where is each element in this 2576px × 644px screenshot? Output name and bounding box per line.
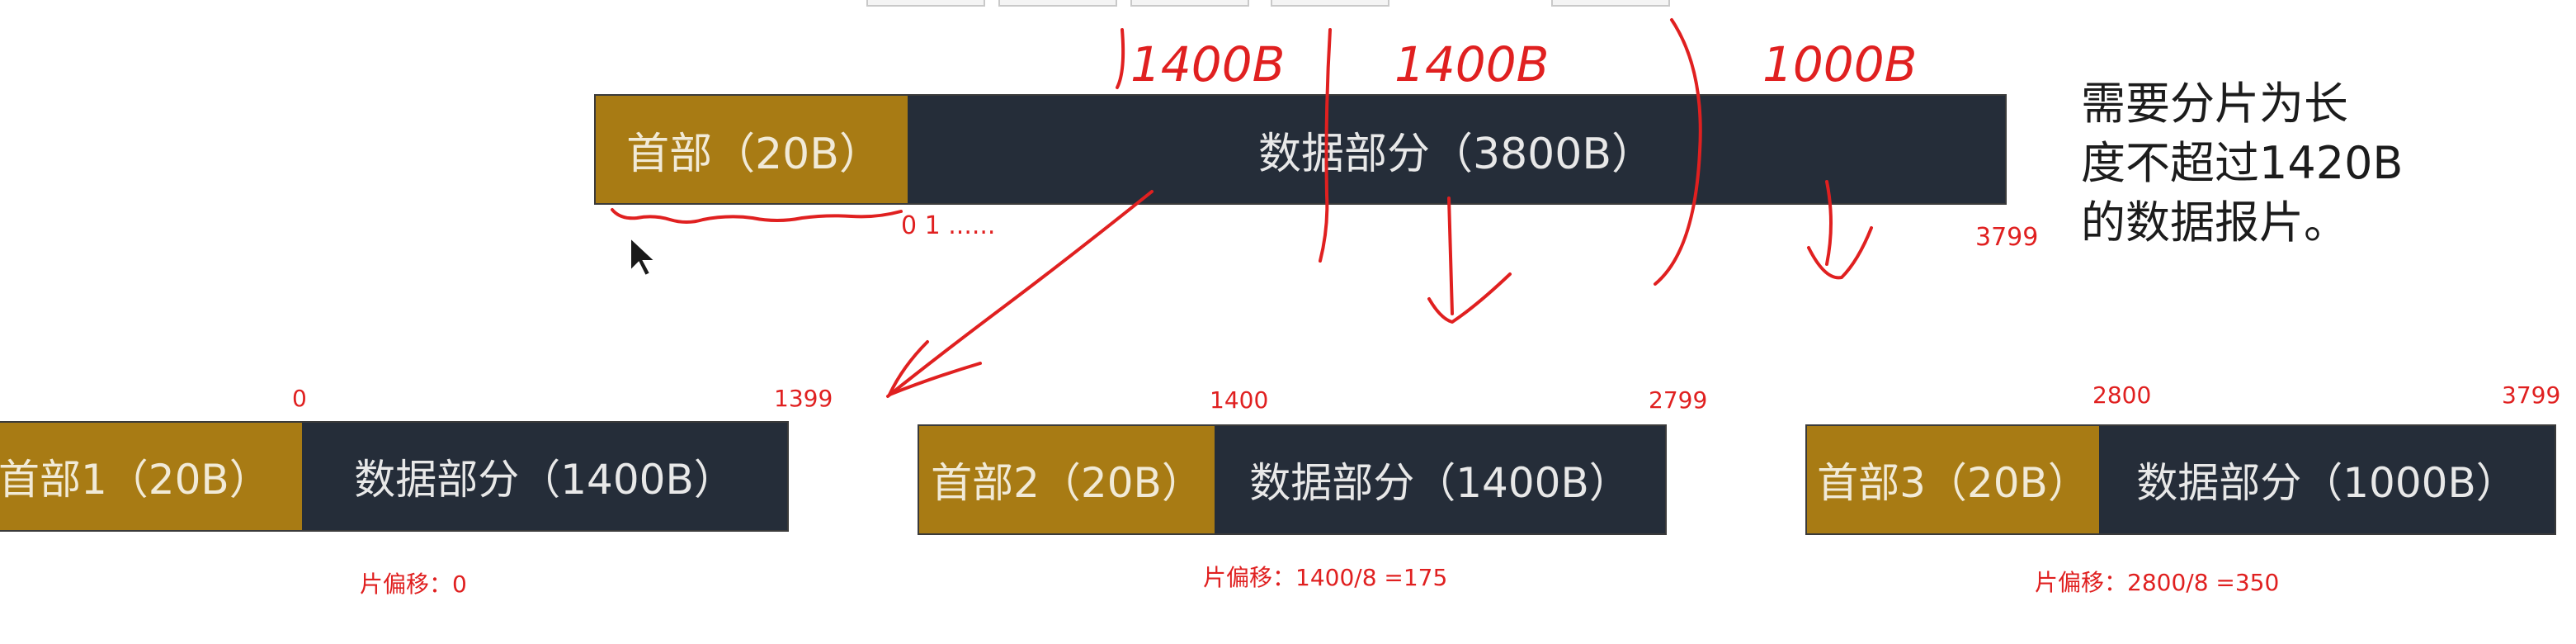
original-header: 首部（20B） xyxy=(596,96,908,203)
top-tab-4 xyxy=(1271,0,1389,7)
handwritten-label-3: 1000B xyxy=(1762,36,1917,92)
fragment-3: 首部3（20B） 数据部分（1000B） xyxy=(1805,424,2556,535)
arrow-to-fragment-2 xyxy=(1447,197,1454,315)
fragment-2: 首部2（20B） 数据部分（1400B） xyxy=(918,424,1667,535)
original-data: 数据部分（3800B） xyxy=(908,96,2005,203)
cut-line-1 xyxy=(1319,28,1332,263)
fragment-2-data: 数据部分（1400B） xyxy=(1215,426,1665,533)
fragment-1-data: 数据部分（1400B） xyxy=(302,423,787,530)
fragment-1-header: 首部1（20B） xyxy=(0,423,302,530)
arrow-to-fragment-3-head xyxy=(1807,226,1873,280)
handwritten-label-2: 1400B xyxy=(1394,36,1549,92)
arrow-to-fragment-1 xyxy=(886,190,1154,398)
top-tab-3 xyxy=(1130,0,1249,7)
top-tab-2 xyxy=(998,0,1117,7)
arrow-to-fragment-3 xyxy=(1825,180,1833,266)
original-datagram: 首部（20B） 数据部分（3800B） xyxy=(594,94,2007,205)
mouse-pointer-icon xyxy=(630,235,658,277)
fragment-2-start: 1400 xyxy=(1210,386,1269,414)
note-line-3: 的数据报片。 xyxy=(2081,197,2348,249)
top-tab-1 xyxy=(866,0,985,7)
cut-line-2 xyxy=(1654,18,1702,286)
header-underline-squiggle xyxy=(611,208,903,224)
fragment-2-offset: 片偏移：1400/8 =175 xyxy=(1203,564,1448,591)
fragment-3-start: 2800 xyxy=(2092,381,2152,409)
top-tab-5 xyxy=(1551,0,1670,7)
fragment-note: 需要分片为长 度不超过1420B 的数据报片。 xyxy=(2081,74,2403,253)
fragment-1: 首部1（20B） 数据部分（1400B） xyxy=(0,421,789,532)
fragment-3-header: 首部3（20B） xyxy=(1807,426,2099,533)
fragment-1-end: 1399 xyxy=(774,385,833,412)
fragment-2-header: 首部2（20B） xyxy=(919,426,1215,533)
handwritten-label-1: 1400B xyxy=(1130,36,1285,92)
original-start-index: 0 1 ...... xyxy=(901,211,996,240)
note-line-2: 度不超过1420B xyxy=(2081,137,2404,189)
fragment-2-end: 2799 xyxy=(1649,386,1708,414)
note-line-1: 需要分片为长 xyxy=(2081,78,2348,130)
fragment-3-end: 3799 xyxy=(2502,381,2561,409)
fragment-1-offset: 片偏移：0 xyxy=(360,571,467,598)
arrow-to-fragment-1-head xyxy=(888,340,982,396)
fragment-3-offset: 片偏移：2800/8 =350 xyxy=(2035,569,2280,596)
start-tick xyxy=(1116,28,1125,89)
fragment-1-start: 0 xyxy=(292,385,307,412)
original-end-index: 3799 xyxy=(1975,223,2039,252)
fragment-3-data: 数据部分（1000B） xyxy=(2099,426,2555,533)
arrow-to-fragment-2-head xyxy=(1427,272,1512,324)
